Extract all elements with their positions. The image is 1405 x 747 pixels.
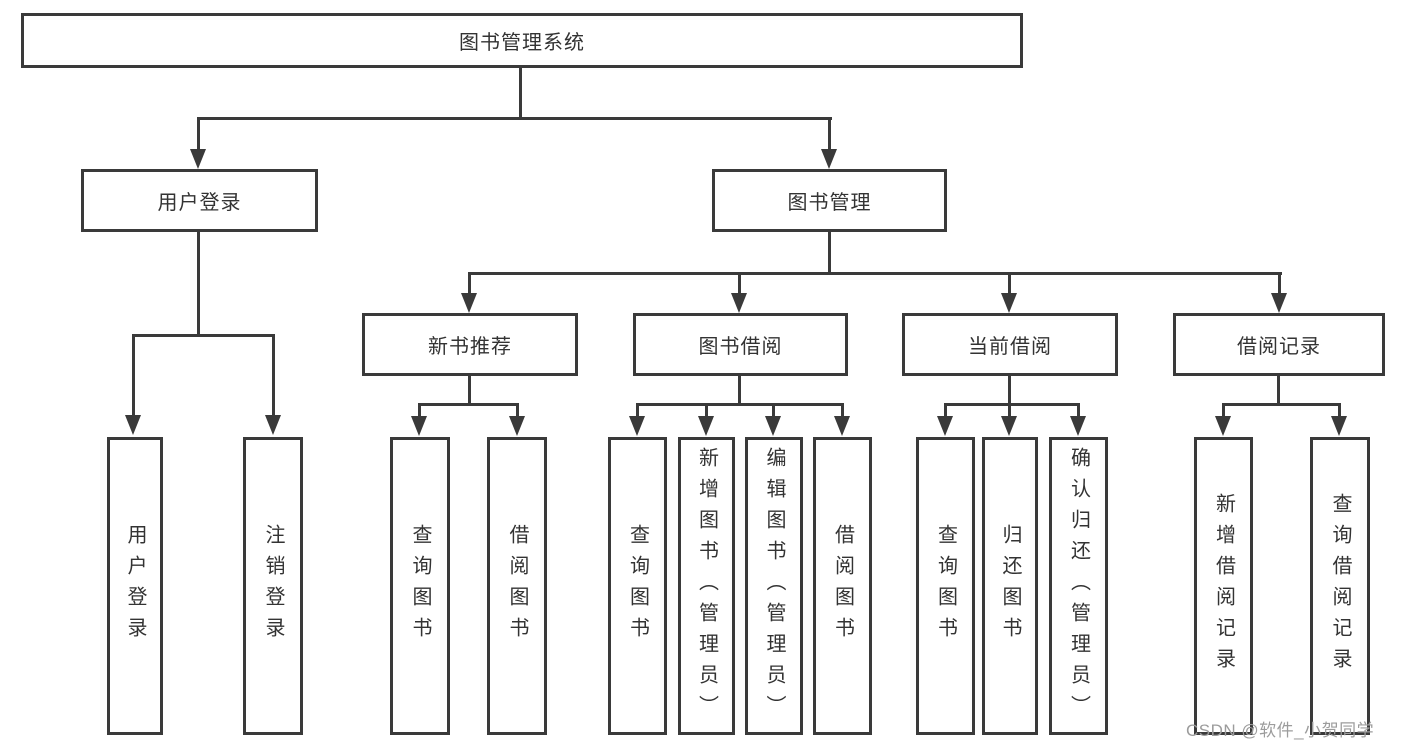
node-new-book-recommend-label: 新书推荐: [428, 336, 512, 358]
node-book-borrow-label: 图书借阅: [698, 336, 783, 358]
connector-line: [705, 403, 708, 418]
connector-line: [1278, 272, 1281, 297]
connector-line: [636, 403, 844, 406]
csdn-watermark: CSDN @软件_小贺同学: [1186, 721, 1375, 740]
leaf-query-books-3-label: 查询图书: [934, 524, 957, 648]
leaf-user-login-label: 用户登录: [124, 524, 146, 648]
arrow-down-icon: [1271, 293, 1287, 313]
connector-line: [418, 403, 421, 418]
arrow-down-icon: [1331, 416, 1347, 436]
leaf-add-books-admin: 新增图书（管理员）: [678, 437, 735, 735]
leaf-query-books-2: 查询图书: [608, 437, 667, 735]
node-book-management: 图书管理: [712, 169, 947, 232]
node-current-borrow-label: 当前借阅: [968, 336, 1052, 358]
node-user-login: 用户登录: [81, 169, 318, 232]
connector-line: [468, 272, 471, 297]
leaf-confirm-return-admin: 确认归还（管理员）: [1049, 437, 1108, 735]
connector-line: [516, 403, 519, 418]
leaf-borrow-books-2: 借阅图书: [813, 437, 872, 735]
node-borrow-records-label: 借阅记录: [1237, 336, 1321, 358]
node-current-borrow: 当前借阅: [902, 313, 1118, 376]
leaf-add-borrow-record: 新增借阅记录: [1194, 437, 1253, 735]
arrow-down-icon: [765, 416, 781, 436]
node-book-borrow: 图书借阅: [633, 313, 848, 376]
connector-line: [132, 334, 275, 337]
connector-line: [468, 272, 1282, 275]
connector-line: [944, 403, 1080, 406]
leaf-query-borrow-record: 查询借阅记录: [1310, 437, 1370, 735]
connector-line: [828, 117, 831, 152]
arrow-down-icon: [1001, 293, 1017, 313]
connector-line: [636, 403, 639, 418]
connector-line: [132, 334, 135, 417]
leaf-edit-books-admin: 编辑图书（管理员）: [745, 437, 803, 735]
leaf-query-borrow-record-label: 查询借阅记录: [1329, 493, 1351, 679]
arrow-down-icon: [834, 416, 850, 436]
node-root-label: 图书管理系统: [459, 32, 585, 54]
node-user-login-label: 用户登录: [157, 192, 242, 214]
connector-line: [1222, 403, 1341, 406]
connector-line: [1077, 403, 1080, 418]
connector-line: [197, 117, 832, 120]
leaf-add-books-admin-label: 新增图书（管理员）: [695, 446, 718, 726]
connector-line: [828, 232, 831, 275]
node-root-library-system: 图书管理系统: [21, 13, 1023, 68]
connector-line: [772, 403, 775, 418]
leaf-add-borrow-record-label: 新增借阅记录: [1212, 493, 1235, 679]
connector-line: [197, 117, 200, 152]
connector-line: [1008, 376, 1011, 406]
leaf-return-books-label: 归还图书: [999, 524, 1021, 648]
arrow-down-icon: [1215, 416, 1231, 436]
connector-line: [738, 272, 741, 297]
arrow-down-icon: [629, 416, 645, 436]
leaf-logout: 注销登录: [243, 437, 303, 735]
leaf-edit-books-admin-label: 编辑图书（管理员）: [763, 446, 785, 726]
arrow-down-icon: [265, 415, 281, 435]
connector-line: [1008, 272, 1011, 297]
leaf-borrow-books-1: 借阅图书: [487, 437, 547, 735]
leaf-logout-label: 注销登录: [262, 524, 284, 648]
connector-line: [418, 403, 519, 406]
node-new-book-recommend: 新书推荐: [362, 313, 578, 376]
arrow-down-icon: [698, 416, 714, 436]
connector-line: [738, 376, 741, 406]
arrow-down-icon: [1001, 416, 1017, 436]
connector-line: [944, 403, 947, 418]
arrow-down-icon: [190, 149, 206, 169]
arrow-down-icon: [461, 293, 477, 313]
connector-line: [197, 232, 200, 337]
leaf-query-books-2-label: 查询图书: [626, 524, 649, 648]
connector-line: [1008, 403, 1011, 418]
node-book-management-label: 图书管理: [787, 192, 872, 214]
arrow-down-icon: [125, 415, 141, 435]
leaf-user-login: 用户登录: [107, 437, 163, 735]
leaf-return-books: 归还图书: [982, 437, 1038, 735]
node-borrow-records: 借阅记录: [1173, 313, 1385, 376]
arrow-down-icon: [411, 416, 427, 436]
connector-line: [841, 403, 844, 418]
leaf-query-books-3: 查询图书: [916, 437, 975, 735]
leaf-confirm-return-admin-label: 确认归还（管理员）: [1067, 446, 1090, 726]
leaf-query-books-1: 查询图书: [390, 437, 450, 735]
arrow-down-icon: [509, 416, 525, 436]
arrow-down-icon: [731, 293, 747, 313]
leaf-borrow-books-2-label: 借阅图书: [831, 524, 854, 648]
connector-line: [1222, 403, 1225, 418]
leaf-query-books-1-label: 查询图书: [409, 524, 431, 648]
connector-line: [272, 334, 275, 417]
leaf-borrow-books-1-label: 借阅图书: [506, 524, 528, 648]
connector-line: [519, 68, 522, 118]
arrow-down-icon: [937, 416, 953, 436]
connector-line: [1277, 376, 1280, 406]
connector-line: [468, 376, 471, 406]
arrow-down-icon: [821, 149, 837, 169]
arrow-down-icon: [1070, 416, 1086, 436]
connector-line: [1338, 403, 1341, 418]
